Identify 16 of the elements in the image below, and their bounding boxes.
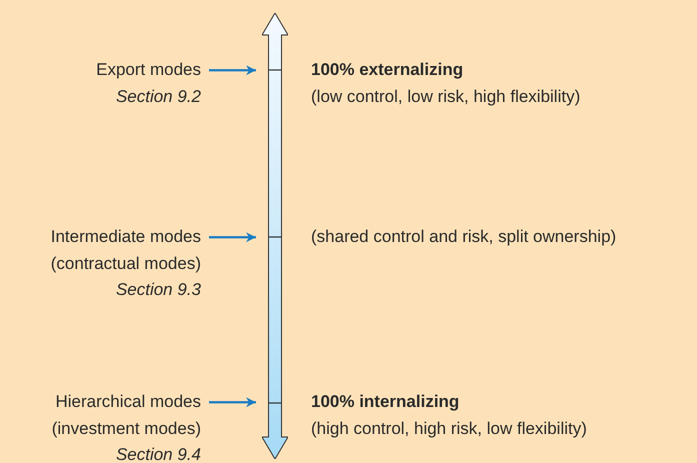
- scale-end-label: 100% internalizing: [311, 391, 460, 413]
- characteristics-note: (high control, high risk, low flexibility): [311, 418, 587, 440]
- mode-label: Export modes: [95, 59, 201, 81]
- mode-label: (investment modes): [50, 418, 201, 440]
- section-reference: Section 9.4: [114, 444, 201, 463]
- scale-end-label: 100% externalizing: [311, 59, 464, 81]
- mode-label: (contractual modes): [50, 252, 201, 274]
- section-reference: Section 9.3: [114, 279, 201, 301]
- mode-label: Intermediate modes: [50, 226, 201, 248]
- arrow: [209, 232, 256, 242]
- arrow: [209, 65, 256, 76]
- section-reference: Section 9.2: [114, 86, 201, 108]
- characteristics-note: (low control, low risk, high flexibility): [311, 86, 580, 108]
- arrow: [209, 397, 256, 408]
- mode-label: Hierarchical modes: [54, 391, 201, 413]
- characteristics-note: (shared control and risk, split ownership): [311, 226, 616, 248]
